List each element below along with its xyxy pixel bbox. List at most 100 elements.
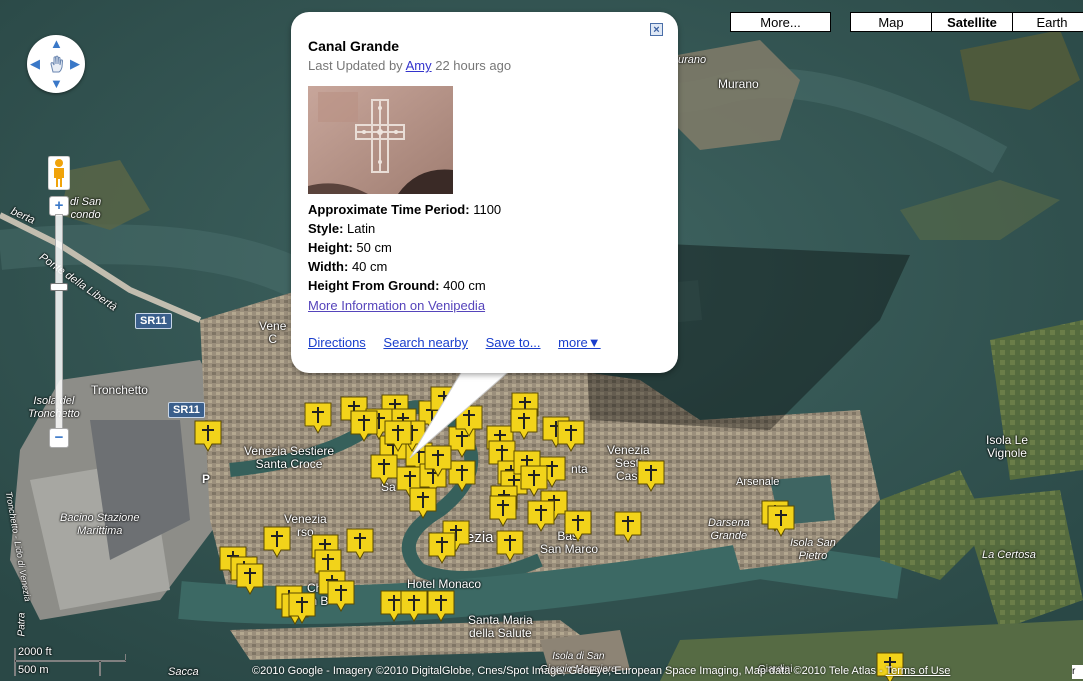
cross-marker-icon[interactable]: [876, 652, 904, 681]
street-view-pegman-icon[interactable]: [47, 155, 71, 191]
cross-marker-icon[interactable]: [427, 590, 455, 622]
label-san-marco: Basi San Marco: [540, 529, 599, 556]
close-icon[interactable]: ×: [650, 23, 663, 36]
label-santa-croce: Venezia Sestiere Santa Croce: [244, 444, 335, 471]
cross-marker-icon[interactable]: [767, 505, 795, 537]
zoom-slider-track[interactable]: [55, 214, 63, 432]
info-window-title: Canal Grande: [308, 38, 400, 54]
cross-marker-icon[interactable]: [448, 460, 476, 492]
pan-down-icon[interactable]: ▼: [50, 76, 63, 91]
road-shield-sr11-a: SR11: [135, 313, 172, 329]
venipedia-link[interactable]: More Information on Venipedia: [308, 298, 486, 313]
cross-marker-icon[interactable]: [424, 445, 452, 477]
label-santa-maria: Santa Maria della Salute: [468, 613, 533, 640]
label-giardini: Giardini: [758, 664, 793, 675]
earth-button[interactable]: Earth: [1012, 12, 1083, 32]
label-venezia-dorsoduro: Venezia rso: [284, 512, 327, 539]
label-isola-san-pietro: Isola San Pietro: [790, 537, 836, 562]
pan-right-icon[interactable]: ▶: [70, 56, 80, 71]
label-la-certosa: La Certosa: [982, 549, 1036, 561]
property-label: Style:: [308, 221, 344, 236]
copyright-text: ©2010 Google - Imagery ©2010 DigitalGlob…: [252, 665, 950, 677]
cross-marker-icon[interactable]: [346, 528, 374, 560]
property-label: Approximate Time Period:: [308, 202, 470, 217]
copyright-credit: ©2010 Google - Imagery ©2010 DigitalGlob…: [252, 665, 883, 677]
scale-ft-label: 2000 ft: [18, 646, 52, 658]
property-label: Width:: [308, 259, 349, 274]
more-link[interactable]: more▼: [558, 335, 601, 350]
cross-marker-icon[interactable]: [236, 563, 264, 595]
cross-marker-icon[interactable]: [510, 408, 538, 440]
scale-bar: 2000 ft 500 m: [14, 646, 126, 676]
zoom-control[interactable]: + −: [49, 196, 69, 448]
label-isola-giorgio: Isola di San Giorgio Maggiore: [540, 651, 617, 675]
label-santa: nta: [571, 462, 588, 476]
cross-marker-icon[interactable]: [327, 580, 355, 612]
map-type-control: More... Map Satellite Earth: [730, 12, 1083, 32]
cross-marker-icon[interactable]: [304, 402, 332, 434]
more-layers-button[interactable]: More...: [730, 12, 831, 32]
property-label: Height:: [308, 240, 353, 255]
label-isola-le-vignole: Isola Le Vignole: [986, 433, 1029, 460]
cross-marker-icon[interactable]: [520, 465, 548, 497]
property-row: Width: 40 cm: [308, 259, 387, 274]
pan-control[interactable]: ▲ ▼ ◀ ▶: [27, 35, 85, 93]
cross-marker-icon[interactable]: [350, 410, 378, 442]
road-shield-sr11-b: SR11: [168, 402, 205, 418]
cross-marker-icon[interactable]: [288, 592, 316, 624]
map-button[interactable]: Map: [850, 12, 932, 32]
cross-marker-icon[interactable]: [428, 532, 456, 564]
cross-marker-icon[interactable]: [194, 420, 222, 452]
cross-marker-icon[interactable]: [557, 420, 585, 452]
zoom-in-button[interactable]: +: [49, 196, 69, 216]
cross-marker-icon[interactable]: [614, 511, 642, 543]
label-venezia-main: ezia: [466, 529, 494, 546]
property-row: Height: 50 cm: [308, 240, 392, 255]
hand-icon: [50, 55, 64, 73]
property-row: Approximate Time Period: 1100: [308, 202, 501, 217]
property-row: Height From Ground: 400 cm: [308, 278, 486, 293]
save-to-link[interactable]: Save to...: [485, 335, 541, 350]
zoom-out-button[interactable]: −: [49, 428, 69, 448]
pan-up-icon[interactable]: ▲: [50, 36, 63, 51]
property-value: 400 cm: [443, 278, 486, 293]
cross-marker-icon[interactable]: [370, 454, 398, 486]
label-patra: Patra: [16, 612, 28, 637]
cross-marker-icon[interactable]: [637, 460, 665, 492]
label-bacino: Bacino Stazione Marittima: [60, 512, 140, 537]
map-type-gap: [830, 12, 851, 32]
label-hotel-monaco: Hotel Monaco: [407, 577, 482, 591]
cross-marker-icon[interactable]: [430, 386, 458, 418]
cross-marker-icon[interactable]: [263, 526, 291, 558]
satellite-button[interactable]: Satellite: [931, 12, 1013, 32]
cross-marker-icon[interactable]: [400, 590, 428, 622]
property-value: 1100: [473, 202, 502, 217]
info-window-updated: Last Updated by Amy 22 hours ago: [308, 58, 511, 73]
label-murano: Murano: [718, 77, 759, 91]
cross-marker-icon[interactable]: [564, 510, 592, 542]
parking-icon: P: [202, 472, 211, 486]
label-arsenale: Arsenale: [736, 476, 780, 488]
cross-marker-icon[interactable]: [455, 405, 483, 437]
updated-prefix: Last Updated by: [308, 58, 403, 73]
zoom-slider-thumb[interactable]: [50, 283, 68, 291]
cross-marker-icon[interactable]: [409, 487, 437, 519]
directions-link[interactable]: Directions: [308, 335, 366, 350]
cross-marker-icon[interactable]: [489, 495, 517, 527]
stone-cross-relief-photo[interactable]: [308, 86, 453, 194]
search-nearby-link[interactable]: Search nearby: [383, 335, 468, 350]
updated-user-link[interactable]: Amy: [405, 58, 432, 73]
property-value: 50 cm: [356, 240, 392, 255]
property-row: Style: Latin: [308, 221, 375, 236]
terms-of-use-link[interactable]: Terms of Use: [885, 665, 951, 677]
report-icon[interactable]: r: [1072, 665, 1083, 679]
cross-marker-icon[interactable]: [527, 500, 555, 532]
cross-marker-icon[interactable]: [384, 420, 412, 452]
cross-marker-icon[interactable]: [496, 530, 524, 562]
pan-left-icon[interactable]: ◀: [30, 56, 40, 71]
label-sacca: Sacca: [168, 666, 199, 678]
property-value: Latin: [347, 221, 376, 236]
label-tronchetto: Tronchetto: [91, 383, 148, 397]
scale-m-label: 500 m: [18, 664, 49, 676]
